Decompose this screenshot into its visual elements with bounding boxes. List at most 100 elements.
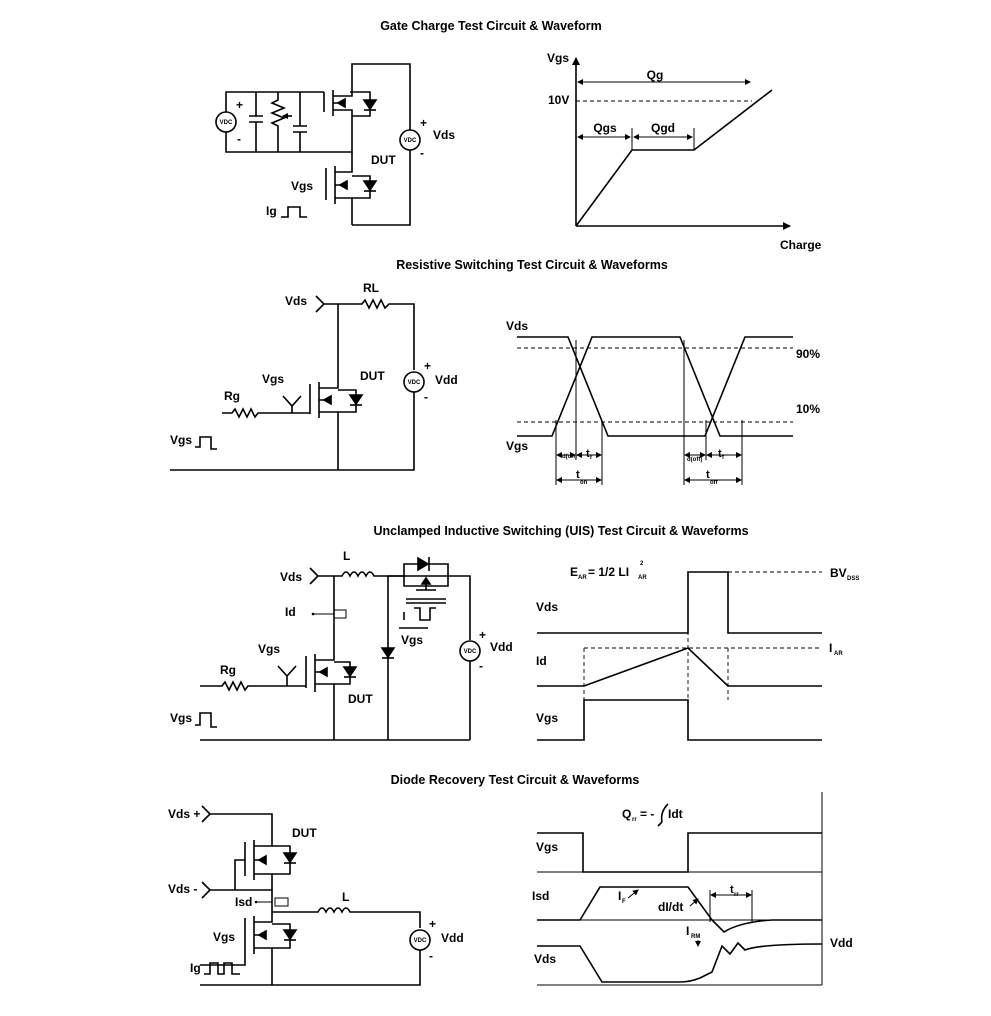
svg-text:-: - [420, 146, 424, 160]
section-title-resistive: Resistive Switching Test Circuit & Wavef… [396, 258, 668, 272]
qgs-label: Qgs [593, 121, 617, 135]
svg-text:RL: RL [363, 281, 379, 295]
section-title-uis: Unclamped Inductive Switching (UIS) Test… [373, 524, 748, 538]
svg-text:off: off [710, 480, 719, 486]
svg-text:Vdd: Vdd [441, 931, 464, 945]
diode-recovery-waveform: Q rr = - Idt Vgs Isd I F dI/dt t rr I RM… [532, 792, 853, 986]
svg-text:-: - [429, 949, 433, 963]
section-title-gate-charge: Gate Charge Test Circuit & Waveform [380, 19, 602, 33]
gate-charge-circuit: VDC + - VDC + Vds - DUT Vgs [215, 63, 455, 226]
pulse-icon [281, 206, 307, 218]
vdc-label: VDC [220, 120, 233, 126]
qgd-label: Qgd [651, 121, 675, 135]
svg-text:DUT: DUT [348, 692, 373, 706]
svg-text:AR: AR [834, 651, 843, 657]
svg-text:Id: Id [536, 654, 547, 668]
diode-recovery-circuit: Vds + DUT Vds - Isd L VDC + Vdd - Vgs Ig [168, 805, 464, 986]
svg-text:L: L [343, 549, 350, 563]
svg-text:-: - [424, 390, 428, 404]
svg-text:Vds: Vds [534, 952, 556, 966]
svg-text:dI/dt: dI/dt [658, 900, 683, 914]
svg-text:AR: AR [638, 575, 647, 581]
svg-text:DUT: DUT [360, 369, 385, 383]
svg-text:F: F [622, 899, 626, 905]
vgs-label: Vgs [291, 179, 313, 193]
svg-text:I: I [686, 924, 689, 938]
x-axis-label: Charge [780, 238, 822, 252]
svg-text:VDC: VDC [404, 138, 417, 144]
uis-circuit: Vds L Id Vgs VDC + Vdd - [170, 549, 513, 741]
svg-text:Vgs: Vgs [401, 633, 423, 647]
section-title-diode: Diode Recovery Test Circuit & Waveforms [391, 773, 640, 787]
svg-text:+: + [479, 628, 486, 642]
svg-text:Rg: Rg [224, 389, 240, 403]
svg-text:Vgs: Vgs [170, 433, 192, 447]
y-axis-label: Vgs [547, 51, 569, 65]
svg-text:f: f [722, 455, 725, 461]
svg-text:Ig: Ig [190, 961, 201, 975]
svg-text:Vds: Vds [280, 570, 302, 584]
svg-text:Vds -: Vds - [168, 882, 197, 896]
svg-text:Vgs: Vgs [213, 930, 235, 944]
svg-text:I: I [618, 889, 621, 903]
ig-label: Ig [266, 204, 277, 218]
gate-charge-waveform: Vgs Charge 10V Qg Qgs Qgd [547, 51, 822, 252]
svg-text:Vds: Vds [285, 294, 307, 308]
svg-text:Vgs: Vgs [536, 711, 558, 725]
svg-text:RM: RM [691, 934, 700, 940]
dut-label: DUT [371, 153, 396, 167]
svg-text:VDC: VDC [464, 649, 477, 655]
svg-text:2: 2 [640, 561, 644, 567]
qg-label: Qg [647, 68, 664, 82]
svg-text:Vgs: Vgs [536, 840, 558, 854]
svg-text:on: on [580, 480, 588, 486]
svg-text:= -: = - [640, 807, 654, 821]
svg-text:t: t [730, 884, 734, 896]
svg-text:rr: rr [632, 817, 637, 823]
svg-text:Vdd: Vdd [490, 640, 513, 654]
svg-text:VDC: VDC [414, 938, 427, 944]
svg-text:90%: 90% [796, 347, 820, 361]
svg-text:Vgs: Vgs [506, 439, 528, 453]
svg-text:VDC: VDC [408, 380, 421, 386]
svg-text:Vds: Vds [536, 600, 558, 614]
svg-text:-: - [479, 659, 483, 673]
svg-text:Vgs: Vgs [262, 372, 284, 386]
svg-text:r: r [590, 455, 593, 461]
svg-text:+: + [424, 359, 431, 373]
svg-text:Q: Q [622, 807, 631, 821]
minus-sign: - [237, 132, 241, 146]
svg-text:10%: 10% [796, 402, 820, 416]
svg-text:Rg: Rg [220, 663, 236, 677]
uis-waveform: E AR = 1/2 LI 2 AR BV DSS Vds Id I AR Vg… [536, 561, 859, 741]
svg-text:Vgs: Vgs [258, 642, 280, 656]
svg-text:AR: AR [578, 575, 587, 581]
svg-text:Vdd: Vdd [435, 373, 458, 387]
svg-text:Idt: Idt [668, 807, 683, 821]
svg-text:+: + [420, 116, 427, 130]
v10-label: 10V [548, 93, 569, 107]
svg-text:Isd: Isd [235, 895, 252, 909]
svg-text:t: t [586, 448, 590, 460]
plus-sign: + [236, 98, 243, 112]
svg-text:DUT: DUT [292, 826, 317, 840]
svg-text:Id: Id [285, 605, 296, 619]
svg-text:Vds +: Vds + [168, 807, 200, 821]
svg-text:t: t [706, 469, 710, 481]
resistive-waveform: Vds Vgs 90% 10% d(on) t r d(off) t f t o… [506, 319, 820, 486]
svg-text:Vgs: Vgs [170, 711, 192, 725]
resistive-circuit: Vds RL VDC + Vdd - DUT Vgs Rg Vgs [170, 281, 458, 471]
svg-text:E: E [570, 565, 578, 579]
svg-text:d(on): d(on) [562, 454, 577, 460]
svg-text:rr: rr [734, 892, 739, 898]
svg-text:t: t [576, 469, 580, 481]
svg-text:L: L [342, 890, 349, 904]
vds-label: Vds [433, 128, 455, 142]
svg-text:d(off): d(off) [687, 457, 702, 463]
svg-text:BV: BV [830, 566, 847, 580]
svg-text:t: t [718, 448, 722, 460]
svg-text:= 1/2 LI: = 1/2 LI [588, 565, 629, 579]
svg-text:DSS: DSS [847, 576, 859, 582]
svg-text:I: I [829, 641, 832, 655]
